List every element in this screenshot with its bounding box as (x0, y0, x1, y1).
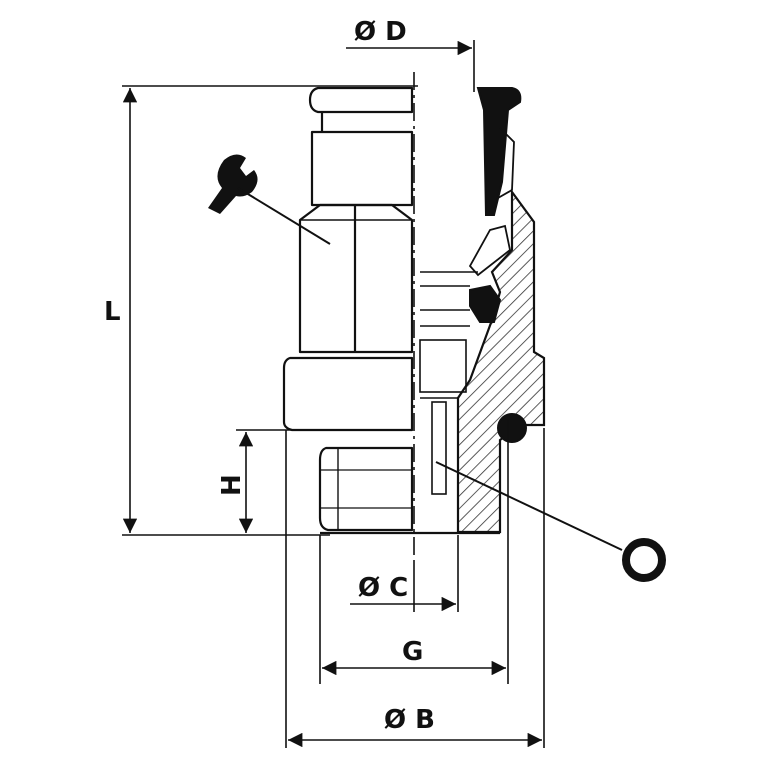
thread-section (318, 446, 414, 532)
label-length: L (104, 297, 121, 327)
inner-seal (469, 284, 502, 323)
collet-head (308, 86, 414, 114)
dimension-lines (122, 40, 545, 748)
o-ring-icon (435, 461, 666, 582)
collet-neck (310, 130, 414, 207)
label-thread: G (402, 637, 423, 667)
wrench-icon (208, 154, 331, 245)
hatched-body (456, 188, 546, 534)
label-dia-d: Ø D (354, 17, 407, 47)
o-ring-section (497, 413, 527, 443)
label-dia-b: Ø B (384, 705, 435, 735)
release-ring (476, 87, 522, 216)
section-view (413, 72, 546, 560)
label-height: H (217, 474, 247, 496)
label-dia-c: Ø C (358, 573, 408, 603)
fitting-body (282, 86, 500, 535)
collar (282, 356, 414, 432)
